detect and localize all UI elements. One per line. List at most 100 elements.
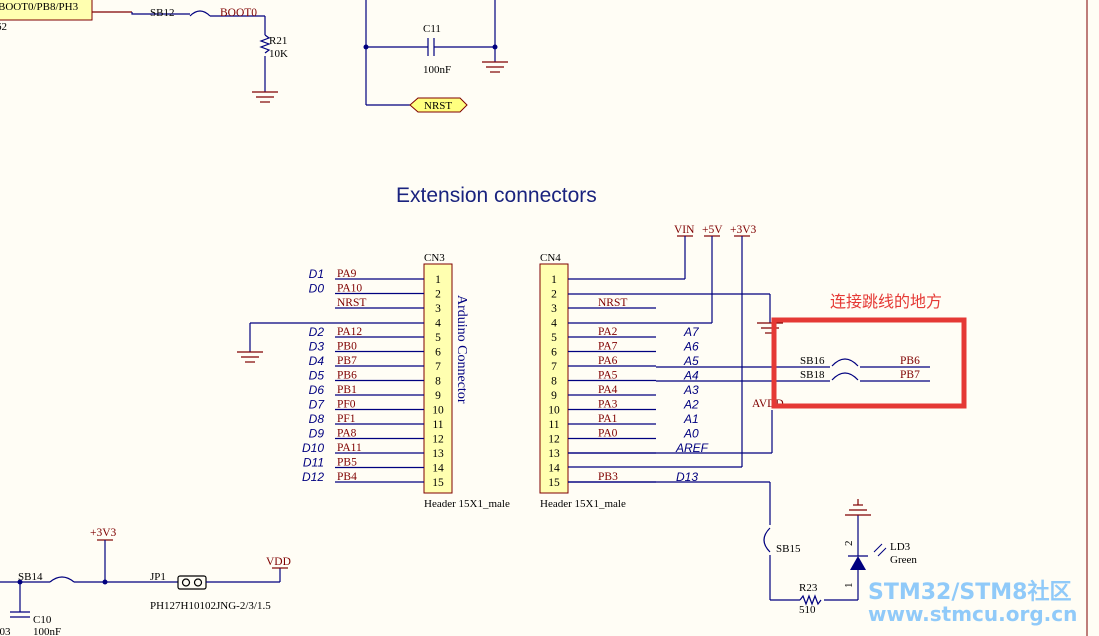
cn4-pins-func-label: A1 xyxy=(683,412,699,426)
jp1-ref: JP1 xyxy=(150,571,166,583)
ld3-diode xyxy=(850,556,866,570)
cn3-pins-func-label: D2 xyxy=(309,325,325,339)
cn3-pins-net-label: PA10 xyxy=(337,283,362,295)
cn3-pins-net-label: PB7 xyxy=(337,355,357,367)
p3v3-label: +3V3 xyxy=(730,224,757,236)
cn4-pins-func-label: A4 xyxy=(683,369,699,383)
p5v-label: +5V xyxy=(702,224,723,236)
cn4-pins-func-label: A5 xyxy=(683,354,699,368)
vdd-label: VDD xyxy=(266,556,291,568)
c11-ref: C11 xyxy=(423,23,441,35)
sb14-jumper xyxy=(49,576,75,583)
cn3-pins-pin-number: 11 xyxy=(432,419,443,431)
sb16-jumper xyxy=(831,358,859,367)
cn4-pins-net-label: PA4 xyxy=(598,384,618,396)
cn3-pins-net-label: PF0 xyxy=(337,399,356,411)
cn4-ref: CN4 xyxy=(540,252,561,264)
cn4-pins-net-label: PA6 xyxy=(598,355,618,367)
c10-value: 100nF xyxy=(33,626,61,636)
cn3-pins-func-label: D4 xyxy=(309,354,325,368)
cn3-connector: CN3 Header 15X1_male Arduino Connector 1… xyxy=(237,252,510,510)
cn3-body xyxy=(423,263,453,494)
vin-label: VIN xyxy=(674,224,695,236)
cn3-pins-net-label: PA8 xyxy=(337,428,357,440)
c11-value: 100nF xyxy=(423,64,451,76)
cn3-pins-pin-number: 10 xyxy=(432,405,444,417)
cn3-pins-net-label: PB6 xyxy=(337,370,357,382)
cn3-pins-net-label: PB5 xyxy=(337,457,357,469)
jumper-annotation: 连接跳线的地方 xyxy=(830,292,942,311)
cn4-pins-net-label: PA2 xyxy=(598,326,618,338)
ld3-pin2: 2 xyxy=(843,541,855,547)
cn3-pins-pin-number: 5 xyxy=(435,332,441,344)
ld3-ref: LD3 xyxy=(890,541,911,553)
ld3-color: Green xyxy=(890,554,917,566)
mcu-part-box xyxy=(0,0,93,21)
cn4-pins-net-label: PA3 xyxy=(598,399,618,411)
cn3-type: Header 15X1_male xyxy=(424,498,510,510)
nrst-port-label: NRST xyxy=(424,100,452,112)
sb15-jumper xyxy=(763,527,771,553)
cn3-pins-func-label: D7 xyxy=(309,398,326,412)
r23-value: 510 xyxy=(799,604,816,616)
cn3-pins-net-label: NRST xyxy=(337,297,366,309)
cn4-type: Header 15X1_male xyxy=(540,498,626,510)
cn4-pins-func-label: A0 xyxy=(683,427,699,441)
solder-bridges: SB16 PB6 SB18 PB7 xyxy=(656,355,930,382)
cn3-pins-func-label: D9 xyxy=(309,427,325,441)
cn3-pins-pin-number: 15 xyxy=(432,477,444,489)
cn3-pins-func-label: D3 xyxy=(309,340,325,354)
bottom-left-fragment: +3V3 SB14 VDD JP1 PH127H10102JNG-2/3/1.5… xyxy=(0,527,291,636)
cn4-pins-func-label: A7 xyxy=(683,325,700,339)
watermark-line1: STM32/STM8社区 xyxy=(868,579,1071,605)
cn4-pins-func-label: A2 xyxy=(683,398,699,412)
sb18-net: PB7 xyxy=(900,369,920,381)
cn4-pins-pin-number: 12 xyxy=(548,434,560,446)
sb12-label: SB12 xyxy=(150,7,174,19)
c10-ref: C10 xyxy=(33,614,52,626)
cn4-pins-pin-number: 14 xyxy=(548,463,560,475)
cn3-pins-net-label: PA11 xyxy=(337,442,362,454)
cn4-pins-pin-number: 1 xyxy=(551,274,557,286)
cn3-pins-func-label: D10 xyxy=(302,441,324,455)
cn3-pins-pin-number: 12 xyxy=(432,434,444,446)
bl-p3v3-label: +3V3 xyxy=(90,527,117,539)
cn3-pins-func-label: D0 xyxy=(309,282,325,296)
cn3-pins-pin-number: 14 xyxy=(432,463,444,475)
c10-fragment: 503 xyxy=(0,626,11,636)
cn4-pins-pin-number: 10 xyxy=(548,405,560,417)
nrst-port xyxy=(409,97,468,113)
cn4-pins-pin-number: 3 xyxy=(551,303,557,315)
cn3-pins-net-label: PB4 xyxy=(337,471,357,483)
cn3-pins-pin-number: 2 xyxy=(435,289,441,301)
cn4-pins-pin-number: 5 xyxy=(551,332,557,344)
cn4-pins-net-label: PB3 xyxy=(598,471,618,483)
cn3-pins-pin-number: 6 xyxy=(435,347,441,359)
cn4-pins-func-label: AREF xyxy=(675,441,709,455)
cn3-pins-pin-number: 7 xyxy=(435,361,441,373)
cn3-pins-pin-number: 3 xyxy=(435,303,441,315)
boot0-label: BOOT0 xyxy=(220,7,257,19)
cn3-pins-net-label: PF1 xyxy=(337,413,356,425)
mcu-pin-number: 62 xyxy=(0,21,7,33)
cn4-body xyxy=(539,263,569,494)
cn4-pins-pin-number: 4 xyxy=(551,318,557,330)
cn3-pins-func-label: D8 xyxy=(309,412,325,426)
cn3-side-label: Arduino Connector xyxy=(454,295,469,404)
cn4-pins-pin-number: 2 xyxy=(551,289,557,301)
cn4-pins-pin-number: 8 xyxy=(551,376,557,388)
cn3-pins-net-label: PA9 xyxy=(337,268,357,280)
mcu-pin-label: BOOT0/PB8/PH3 xyxy=(0,1,79,13)
r23-resistor xyxy=(799,594,822,606)
cn4-pins-net-label: PA7 xyxy=(598,341,618,353)
cn4-pins-net-label: PA1 xyxy=(598,413,618,425)
cn4-pins-pin-number: 7 xyxy=(551,361,557,373)
top-fragment: BOOT0/PB8/PH3 62 SB12 BOOT0 R21 10K C11 … xyxy=(0,0,508,113)
cn3-pins-func-label: D12 xyxy=(302,470,324,484)
sb15-label: SB15 xyxy=(776,543,801,555)
sb18-label: SB18 xyxy=(800,369,825,381)
cn4-pins-func-label: A6 xyxy=(683,340,699,354)
sb18-jumper xyxy=(831,372,859,381)
r23-ref: R23 xyxy=(799,582,818,594)
